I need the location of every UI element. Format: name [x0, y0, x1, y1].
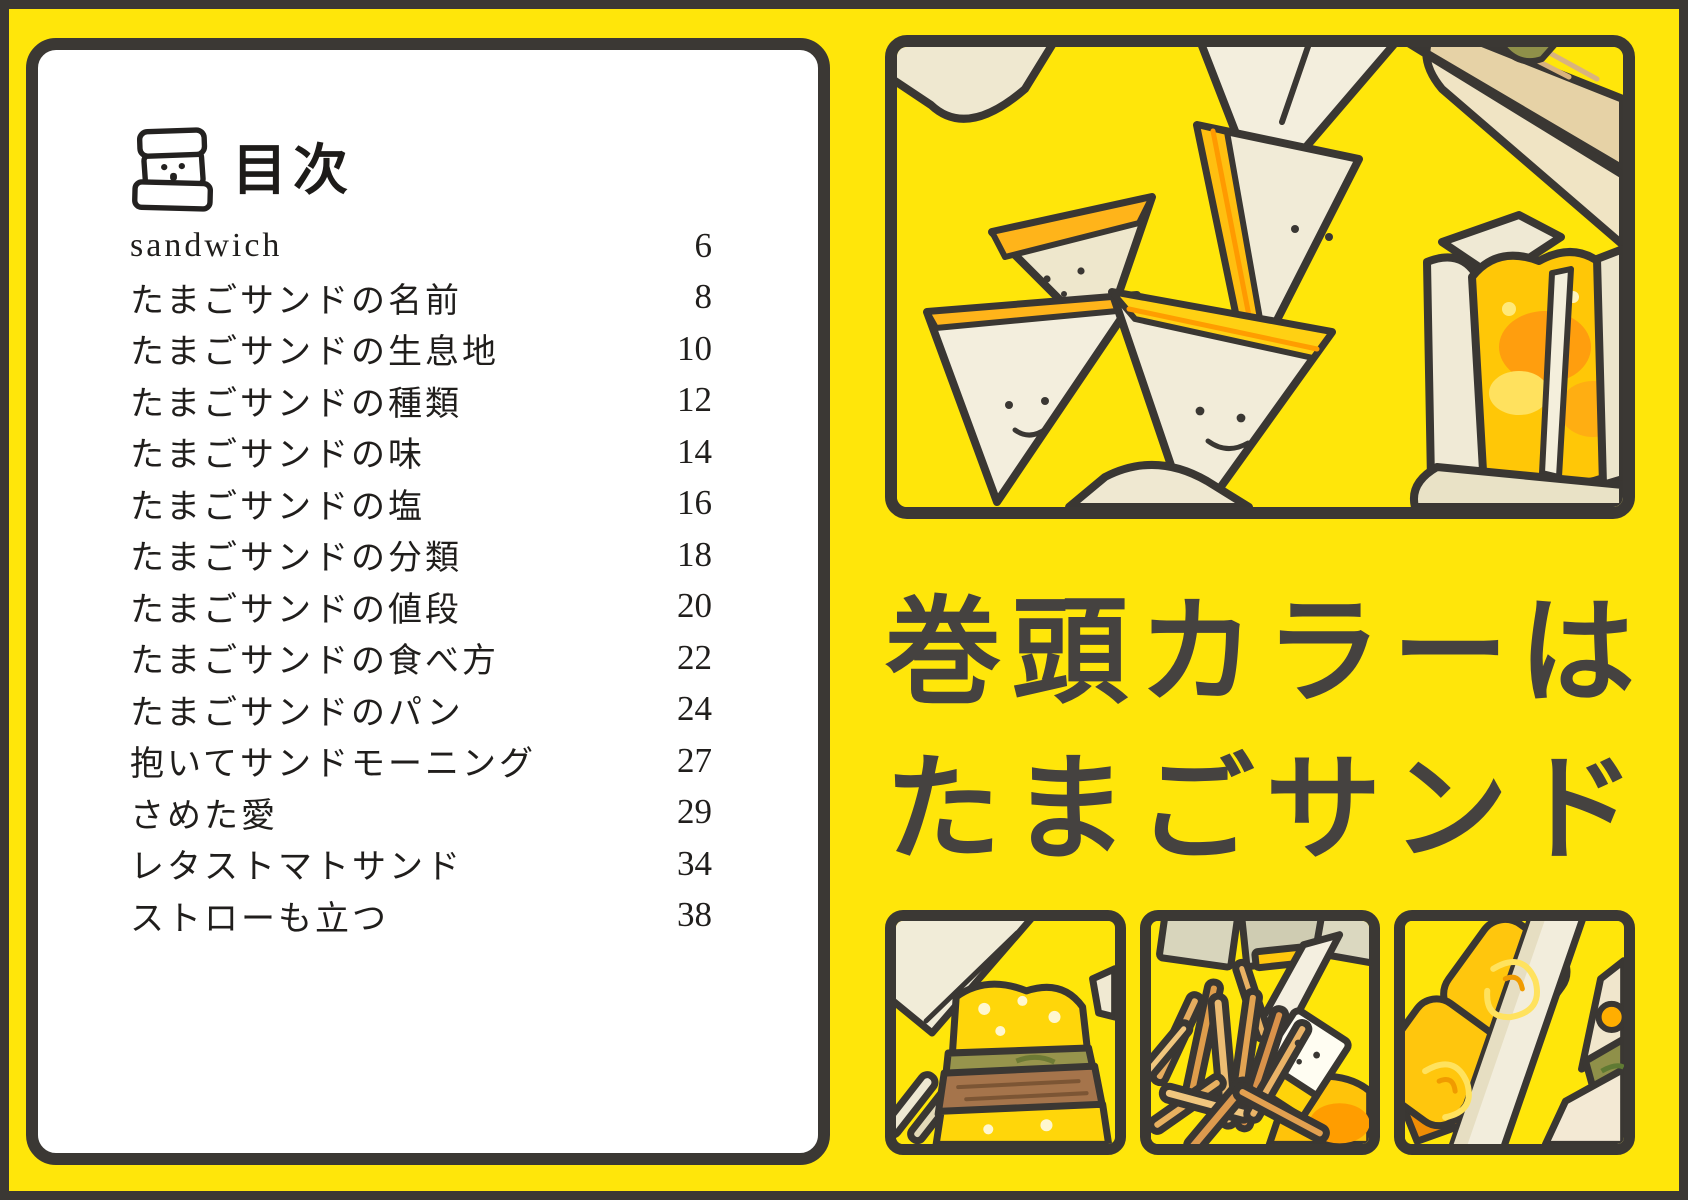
toc-item: 抱いてサンドモーニング 27	[130, 735, 712, 787]
toc-item: さめた愛 29	[130, 787, 712, 839]
toc-item-page: 34	[677, 843, 712, 883]
toc-item-page: 12	[677, 380, 712, 420]
sandwich-stack-icon	[130, 126, 218, 214]
toc-item: たまごサンドの分類 18	[130, 529, 712, 581]
illustration-column: 巻頭カラーは たまごサンド	[885, 35, 1636, 1155]
toc-item-page: 38	[677, 895, 712, 935]
toc-item-title: ストローも立つ	[130, 900, 389, 938]
toc-item: レタストマトサンド 34	[130, 838, 712, 890]
toc-heading: 目次	[232, 139, 355, 201]
toc-item: たまごサンドの味 14	[130, 426, 712, 478]
toc-item-title: レタストマトサンド	[130, 849, 463, 887]
toc-item-page: 22	[677, 637, 712, 677]
toc-item-title: sandwich	[130, 226, 283, 264]
toc-item-page: 24	[677, 689, 712, 729]
toc-item-title: たまごサンドの種類	[130, 385, 462, 423]
toc-header: 目次	[130, 126, 818, 214]
toc-item-title: たまごサンドの塩	[130, 488, 425, 526]
thumbnail-row	[885, 910, 1636, 1155]
toc-item-page: 27	[677, 740, 712, 780]
toc-item-title: たまごサンドの名前	[130, 282, 462, 320]
thumbnail-1-sandwich-wedge	[885, 910, 1126, 1155]
hero-illustration	[885, 35, 1635, 519]
toc-item: たまごサンドの食べ方 22	[130, 632, 712, 684]
headline-line-1: 巻頭カラーは	[885, 586, 1635, 717]
toc-item-page: 6	[694, 225, 713, 265]
thumbnail-3-tamagoyaki-sandwich	[1394, 910, 1636, 1155]
toc-item-title: 抱いてサンドモーニング	[130, 746, 536, 784]
toc-item-page: 10	[677, 328, 712, 368]
toc-item-page: 20	[677, 586, 712, 626]
toc-item-page: 16	[677, 483, 712, 523]
thumbnail-2-fries-and-box	[1139, 910, 1381, 1155]
toc-item: たまごサンドの塩 16	[130, 478, 712, 530]
toc-list: sandwich 6 たまごサンドの名前 8 たまごサンドの生息地 10 たまごサンド…	[38, 220, 818, 941]
toc-item: たまごサンドの生息地 10	[130, 323, 712, 375]
toc-item-title: たまごサンドの値段	[130, 591, 462, 629]
headline-line-2: たまごサンド	[885, 743, 1635, 874]
toc-item-page: 18	[677, 534, 712, 574]
toc-item: たまごサンドのパン 24	[130, 684, 712, 736]
toc-item-page: 14	[677, 431, 712, 471]
toc-item-page: 8	[694, 277, 713, 317]
toc-item: たまごサンドの種類 12	[130, 375, 712, 427]
headline: 巻頭カラーは たまごサンド	[885, 573, 1635, 887]
toc-item-title: たまごサンドの食べ方	[130, 643, 499, 681]
toc-item-page: 29	[677, 792, 712, 832]
toc-item: ストローも立つ 38	[130, 890, 712, 942]
toc-item: たまごサンドの名前 8	[130, 272, 712, 324]
toc-item-title: たまごサンドのパン	[130, 694, 464, 732]
toc-item: たまごサンドの値段 20	[130, 581, 712, 633]
toc-item-title: たまごサンドの生息地	[130, 334, 499, 372]
toc-item: sandwich 6	[130, 220, 712, 272]
page-background: 目次 sandwich 6 たまごサンドの名前 8 たまごサンドの生息地 10 たまご…	[9, 9, 1679, 1191]
toc-panel: 目次 sandwich 6 たまごサンドの名前 8 たまごサンドの生息地 10 たまご…	[26, 38, 830, 1165]
toc-item-title: たまごサンドの分類	[130, 540, 462, 578]
toc-item-title: たまごサンドの味	[130, 437, 425, 475]
toc-item-title: さめた愛	[130, 797, 278, 835]
